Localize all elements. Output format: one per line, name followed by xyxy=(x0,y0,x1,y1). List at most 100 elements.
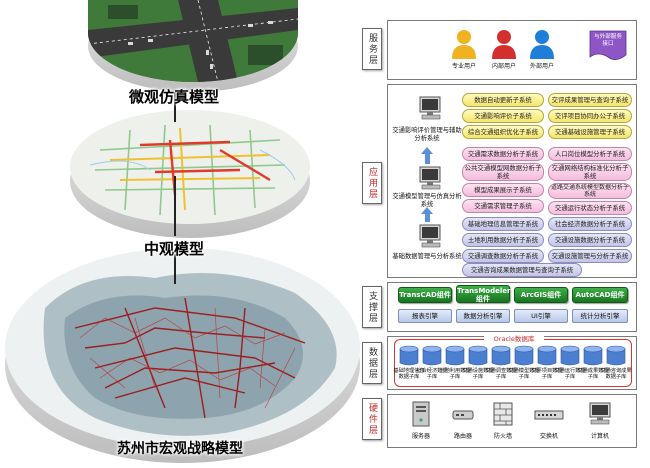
macro-disc xyxy=(5,248,360,463)
database-label: 交评项目数据子库 xyxy=(531,368,563,380)
engine-ui[interactable]: UI引擎 xyxy=(514,309,568,323)
database-label: 交通成果数据子库 xyxy=(577,368,609,380)
model-pyramid: 微观仿真模型 中观模型 苏州市宏观战略模型 xyxy=(5,0,360,463)
meso-map xyxy=(70,110,310,224)
engine-report[interactable]: 报表引擎 xyxy=(398,309,452,323)
database-icon xyxy=(560,345,580,366)
user-icon xyxy=(492,30,516,59)
database-icon xyxy=(537,345,557,366)
support-panel: TransCAD组件 TransModeler组件 ArcGIS组件 AutoC… xyxy=(387,282,637,332)
user-external: 外部用户 xyxy=(522,29,562,79)
database-item[interactable]: 交通运行数据子库 xyxy=(554,345,586,385)
app-pill[interactable]: 交评成果管理与查询子系统 xyxy=(548,93,632,107)
device-server[interactable]: 服务器 xyxy=(406,401,436,445)
database-label: 交通运行数据子库 xyxy=(554,368,586,380)
app-pill[interactable]: 基础地理信息管理子系统 xyxy=(462,217,544,231)
app-pill[interactable]: 交通运行状态分析子系统 xyxy=(548,201,632,215)
database-item[interactable]: 交通设施数据子库 xyxy=(462,345,494,385)
app-pill[interactable]: 交通咨询成果数据管理与查询子系统 xyxy=(462,263,582,277)
device-computer[interactable]: 计算机 xyxy=(584,401,616,445)
app-pill[interactable]: 交评项目协同办公子系统 xyxy=(548,109,632,123)
app-pill[interactable]: 土地利用数据分析子系统 xyxy=(462,233,544,247)
micro-disc xyxy=(88,0,298,92)
app-pill[interactable]: 人口岗位模型分析子系统 xyxy=(548,147,632,161)
database-icon xyxy=(468,345,488,366)
user-internal: 内部用户 xyxy=(484,29,524,79)
database-label: 交通调查数据子库 xyxy=(485,368,517,380)
database-item[interactable]: 基础地理信息数据子库 xyxy=(393,345,425,385)
database-label: 社会经济数据子库 xyxy=(416,368,448,380)
user-icon xyxy=(452,30,476,59)
system-label-2: 交通模型管理与仿真分析系统 xyxy=(392,193,462,208)
app-pill[interactable]: 数据自动更新子系统 xyxy=(462,93,544,107)
meso-model-label: 中观模型 xyxy=(143,240,204,258)
app-pill[interactable]: 交通基础设施管理子系统 xyxy=(548,125,632,139)
database-icon xyxy=(606,345,626,366)
database-icon xyxy=(399,345,419,366)
database-row: 基础地理信息数据子库社会经济数据子库土地利用数据子库交通设施数据子库交通调查数据… xyxy=(393,345,632,385)
system-label-1: 交通影响评价管理与辅助分析系统 xyxy=(392,127,462,142)
router-icon xyxy=(452,410,474,420)
database-icon xyxy=(514,345,534,366)
layer-hardware: 硬件层 xyxy=(362,398,382,440)
database-label: 交通模型数据子库 xyxy=(508,368,540,380)
switch-icon xyxy=(534,410,564,420)
external-interface: 与外部服务接口 xyxy=(586,29,630,63)
user-icon xyxy=(530,30,554,59)
app-pill[interactable]: 交通调查数据分析子系统 xyxy=(462,249,544,263)
arrow-up-icon xyxy=(421,207,433,214)
computer-icon xyxy=(419,224,441,248)
app-pill[interactable]: 社会经济数据分析子系统 xyxy=(548,217,632,231)
database-item[interactable]: 交通调查数据子库 xyxy=(485,345,517,385)
database-item[interactable]: 土地利用数据子库 xyxy=(439,345,471,385)
computer-icon xyxy=(419,96,441,120)
app-pill[interactable]: 交通网络结构标准化分析子系统 xyxy=(548,163,632,181)
database-label: 基础地理信息数据子库 xyxy=(393,368,425,380)
app-pill[interactable]: 交通设施管理与分析子系统 xyxy=(548,249,632,263)
firewall-icon xyxy=(493,402,513,426)
computer-icon xyxy=(419,166,441,190)
hardware-panel: 服务器 路由器 防火墙 交换机 计算机 xyxy=(387,394,637,448)
component-arcgis[interactable]: ArcGIS组件 xyxy=(514,287,568,303)
database-item[interactable]: 交通咨询成果数据子库 xyxy=(600,345,632,385)
device-firewall[interactable]: 防火墙 xyxy=(488,401,518,445)
database-label: 交通咨询成果数据子库 xyxy=(600,368,632,380)
layer-data: 数据层 xyxy=(362,342,382,384)
app-pill[interactable]: 道路交通系统模型数据分析子系统 xyxy=(548,183,632,199)
app-pill[interactable]: 公共交通模型网数据分析子系统 xyxy=(462,163,544,181)
app-pill[interactable]: 交通需求数据分析子系统 xyxy=(462,147,544,161)
database-item[interactable]: 社会经济数据子库 xyxy=(416,345,448,385)
macro-map xyxy=(5,248,360,448)
database-item[interactable]: 交通成果数据子库 xyxy=(577,345,609,385)
database-icon xyxy=(491,345,511,366)
device-router[interactable]: 路由器 xyxy=(448,401,478,445)
application-panel: 交通影响评价管理与辅助分析系统 数据自动更新子系统 交通影响评价子系统 综合交通… xyxy=(387,84,637,278)
database-label: 交通设施数据子库 xyxy=(462,368,494,380)
layer-support: 支撑层 xyxy=(362,286,382,328)
stem-top xyxy=(174,92,176,122)
device-switch[interactable]: 交换机 xyxy=(532,401,566,445)
arrow-up-icon xyxy=(421,147,433,154)
layer-application: 应用层 xyxy=(362,162,382,204)
engine-statistics[interactable]: 统计分析引擎 xyxy=(572,309,628,323)
engine-data-analysis[interactable]: 数据分析引擎 xyxy=(456,309,510,323)
component-transcad[interactable]: TransCAD组件 xyxy=(398,287,452,303)
database-label: 土地利用数据子库 xyxy=(439,368,471,380)
app-pill[interactable]: 综合交通组织优化子系统 xyxy=(462,125,544,139)
app-pill[interactable]: 交通设施数据分析子系统 xyxy=(548,233,632,247)
database-icon xyxy=(445,345,465,366)
database-item[interactable]: 交通模型数据子库 xyxy=(508,345,540,385)
app-pill[interactable]: 模型成果展示子系统 xyxy=(462,183,544,197)
component-transmodeler[interactable]: TransModeler组件 xyxy=(456,285,511,303)
system-label-3: 基础数据管理与分析系统 xyxy=(392,253,462,260)
database-icon xyxy=(422,345,442,366)
micro-model-label: 微观仿真模型 xyxy=(128,88,219,106)
database-icon xyxy=(583,345,603,366)
micro-scene xyxy=(88,0,298,82)
database-item[interactable]: 交评项目数据子库 xyxy=(531,345,563,385)
component-autocad[interactable]: AutoCAD组件 xyxy=(572,287,628,303)
app-pill[interactable]: 交通影响评价子系统 xyxy=(462,109,544,123)
server-icon xyxy=(412,401,430,427)
oracle-db-title: Oracle数据库 xyxy=(484,333,544,343)
app-pill[interactable]: 交通需求管理子系统 xyxy=(462,199,544,213)
